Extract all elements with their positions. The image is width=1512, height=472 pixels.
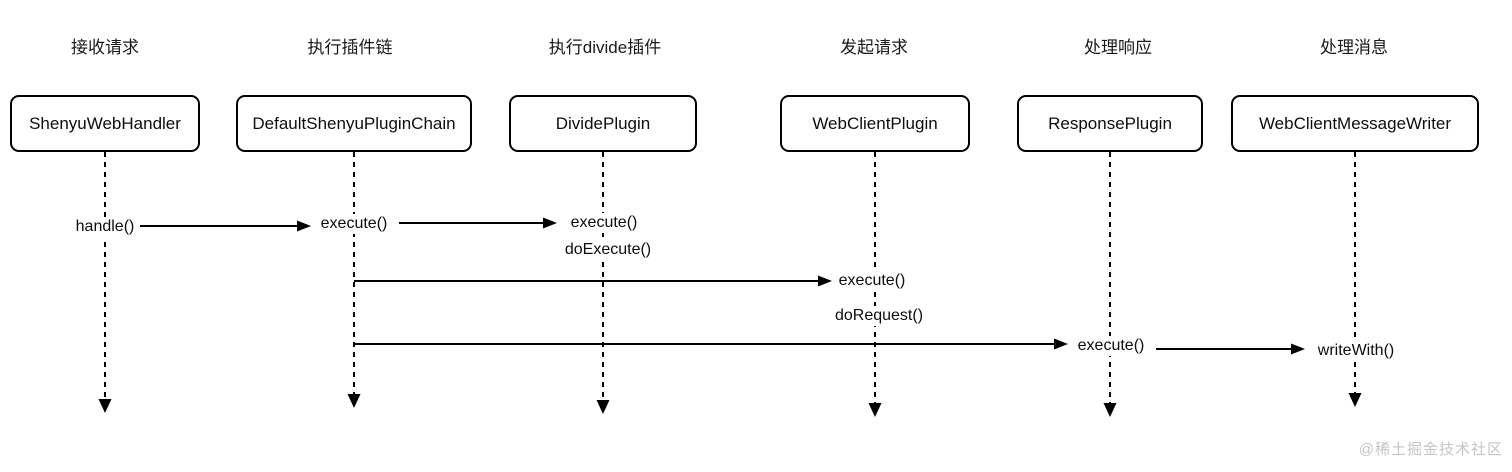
msg-label-do-request: doRequest()	[831, 306, 927, 326]
action-label-receive-request: 接收请求	[71, 38, 139, 57]
action-label-handle-response: 处理响应	[1084, 38, 1152, 57]
msg-label-write-with: writeWith()	[1314, 341, 1398, 361]
lifeline-arrowhead-2	[347, 394, 361, 408]
participant-box-web-client-message-writer: WebClientMessageWriter	[1231, 95, 1479, 152]
msg-label-handle: handle()	[72, 217, 138, 237]
msg-arrowhead-3	[818, 275, 832, 287]
lifeline-arrowhead-1	[98, 399, 112, 413]
participant-box-divide-plugin: DividePlugin	[509, 95, 697, 152]
msg-arrowhead-2	[543, 217, 557, 229]
participant-box-shenyu-web-handler: ShenyuWebHandler	[10, 95, 200, 152]
msg-arrowhead-4	[1054, 338, 1068, 350]
msg-arrowhead-1	[297, 220, 311, 232]
juejin-watermark: @稀土掘金技术社区	[1358, 441, 1503, 458]
action-label-initiate-request: 发起请求	[840, 38, 908, 57]
msg-label-execute-4: execute()	[1074, 336, 1148, 356]
msg-label-do-execute: doExecute()	[561, 240, 655, 260]
participant-box-default-shenyu-plugin-chain: DefaultShenyuPluginChain	[236, 95, 472, 152]
msg-label-execute-2: execute()	[567, 213, 641, 233]
lifeline-arrowhead-3	[596, 400, 610, 414]
action-label-execute-divide-plugin: 执行divide插件	[548, 38, 662, 57]
msg-label-execute-3: execute()	[835, 271, 909, 291]
lifeline-arrowhead-5	[1103, 403, 1117, 417]
participant-box-response-plugin: ResponsePlugin	[1017, 95, 1203, 152]
action-label-execute-plugin-chain: 执行插件链	[307, 38, 393, 57]
participant-box-web-client-plugin: WebClientPlugin	[780, 95, 970, 152]
msg-label-execute-1: execute()	[317, 214, 391, 234]
lifeline-arrowhead-4	[868, 403, 882, 417]
action-label-handle-message: 处理消息	[1320, 38, 1388, 57]
lifeline-arrowhead-6	[1348, 393, 1362, 407]
msg-arrowhead-5	[1291, 343, 1305, 355]
